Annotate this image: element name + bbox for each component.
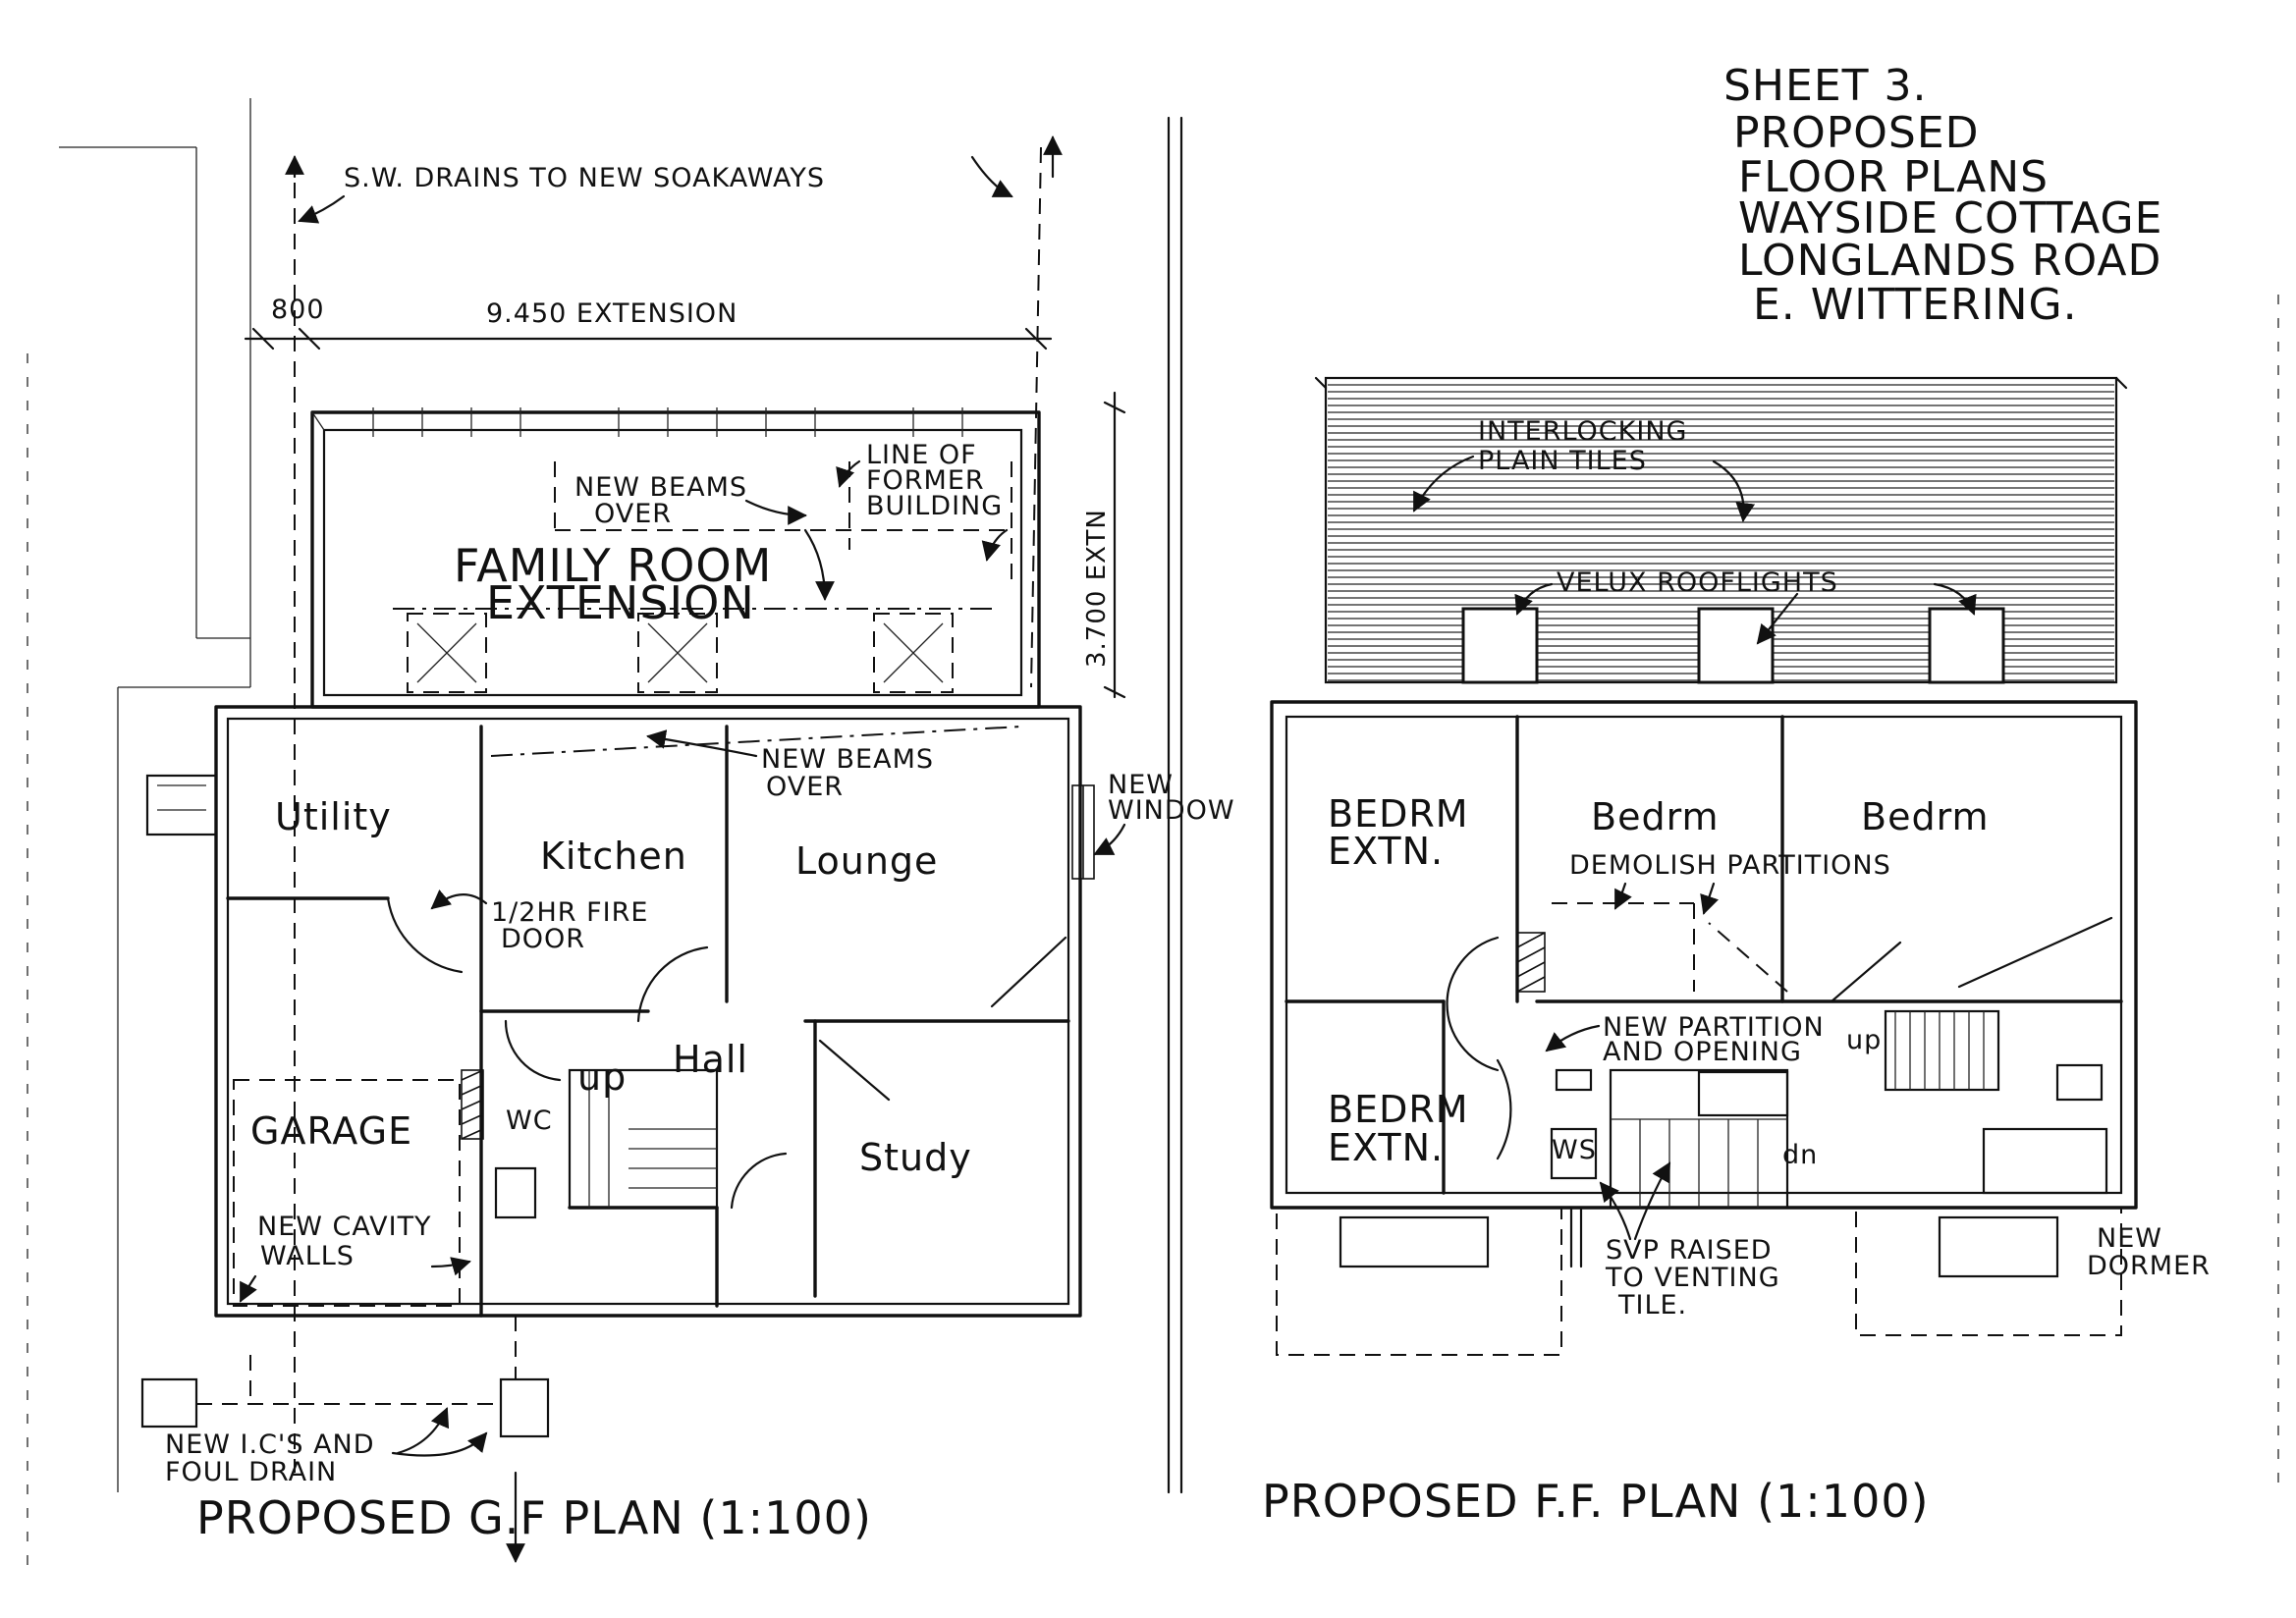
inspection-chamber-1 [140, 1377, 198, 1429]
rooflight-markers [407, 613, 954, 693]
sheet-title-block: SHEET 3. PROPOSED FLOOR PLANS WAYSIDE CO… [1723, 61, 2162, 330]
svp-line2: TO VENTING [1605, 1263, 1780, 1293]
fire-door-swing [386, 896, 464, 974]
svp-line1: SVP RAISED [1606, 1235, 1773, 1266]
room-wc: WC [506, 1106, 553, 1136]
wc-pan [494, 1166, 537, 1219]
sheet-title-line-2: PROPOSED [1733, 108, 1980, 158]
new-beams-over-1-line2: OVER [594, 499, 672, 529]
foul-drain-line1: NEW I.C'S AND [165, 1429, 375, 1460]
foul-drain-line2: FOUL DRAIN [165, 1457, 337, 1487]
inspection-chamber-2 [499, 1377, 550, 1438]
ground-floor-plan: S.W. DRAINS TO NEW SOAKAWAYS 800 9.450 E… [140, 135, 1235, 1563]
family-room-label-2: EXTENSION [486, 576, 755, 629]
room-kitchen: Kitchen [540, 835, 687, 878]
demolish-label: DEMOLISH PARTITIONS [1569, 850, 1891, 881]
roof-tiles-line1: INTERLOCKING [1478, 416, 1687, 447]
room-study: Study [859, 1136, 972, 1179]
new-beams-over-2-line1: NEW BEAMS [761, 744, 934, 775]
sheet-title-line-3: FLOOR PLANS [1738, 152, 2049, 202]
former-building-line3: BUILDING [866, 491, 1003, 521]
new-window-line1: NEW [1108, 770, 1174, 800]
dim-extn-vertical: 3.700 EXTN [1082, 509, 1112, 668]
first-floor-stairs [1609, 1068, 1789, 1210]
new-partition-line2: AND OPENING [1603, 1037, 1802, 1067]
new-dormer-line1: NEW [2097, 1223, 2162, 1254]
new-partition-hatch [1516, 932, 1546, 993]
new-beams-over-2-line2: OVER [766, 772, 844, 802]
gf-plan-title: PROPOSED G.F PLAN (1:100) [196, 1491, 872, 1544]
velux-label: VELUX ROOFLIGHTS [1557, 567, 1838, 598]
ff-room-bedrm-extn-1-a: BEDRM [1328, 792, 1469, 836]
former-building-line1: LINE OF [866, 440, 977, 470]
wc-hatched-wall [461, 1069, 484, 1140]
new-window-line2: WINDOW [1108, 795, 1235, 826]
ff-room-bedrm-1: Bedrm [1591, 795, 1720, 838]
ff-room-bedrm-2: Bedrm [1861, 795, 1990, 838]
velux-rooflights [1461, 607, 2005, 684]
dim-extension: 9.450 EXTENSION [486, 298, 738, 329]
fire-door-line1: 1/2HR FIRE [491, 897, 648, 928]
ground-floor-stairs: up [568, 1055, 719, 1210]
first-floor-plan: INTERLOCKING PLAIN TILES VELUX ROOFLIGHT… [1262, 376, 2211, 1528]
ff-room-ws: WS [1552, 1135, 1597, 1165]
room-lounge: Lounge [795, 839, 938, 883]
new-beams-over-1-line1: NEW BEAMS [574, 472, 747, 503]
new-dormer-line2: DORMER [2087, 1251, 2211, 1281]
cavity-walls-line2: WALLS [260, 1241, 355, 1271]
ff-stair-dn-label: dn [1782, 1140, 1818, 1170]
ff-room-bedrm-extn-2-b: EXTN. [1328, 1126, 1444, 1169]
ff-room-bedrm-extn-1-b: EXTN. [1328, 830, 1444, 873]
new-partition-line1: NEW PARTITION [1603, 1012, 1825, 1043]
family-room-label-1: FAMILY ROOM [454, 539, 772, 592]
sheet-dividers [27, 98, 2279, 1571]
former-building-line2: FORMER [866, 465, 985, 496]
ff-plan-title: PROPOSED F.F. PLAN (1:100) [1262, 1475, 1930, 1528]
fire-door-line2: DOOR [501, 924, 585, 954]
room-utility: Utility [275, 795, 392, 838]
roof-tiles-line2: PLAIN TILES [1478, 446, 1647, 476]
ff-stair-up-label: up [1846, 1025, 1882, 1055]
room-hall: Hall [673, 1038, 748, 1081]
dim-800: 800 [271, 295, 325, 325]
cavity-walls-line1: NEW CAVITY [257, 1212, 432, 1242]
sheet-title-line-5: LONGLANDS ROAD [1738, 236, 2161, 286]
ff-room-bedrm-extn-2-a: BEDRM [1328, 1088, 1469, 1131]
gf-stair-up-label: up [577, 1055, 627, 1099]
room-garage: GARAGE [250, 1109, 412, 1153]
garage-new-walls [233, 1079, 461, 1307]
svp-line3: TILE. [1617, 1290, 1687, 1321]
sheet-title-line-6: E. WITTERING. [1753, 280, 2078, 330]
sheet-title-line-4: WAYSIDE COTTAGE [1738, 193, 2162, 243]
sheet-title-line-1: SHEET 3. [1723, 61, 1927, 111]
house-outer-walls [214, 705, 1082, 1318]
drains-label: S.W. DRAINS TO NEW SOAKAWAYS [344, 163, 825, 193]
drain-run-right [1030, 146, 1042, 688]
